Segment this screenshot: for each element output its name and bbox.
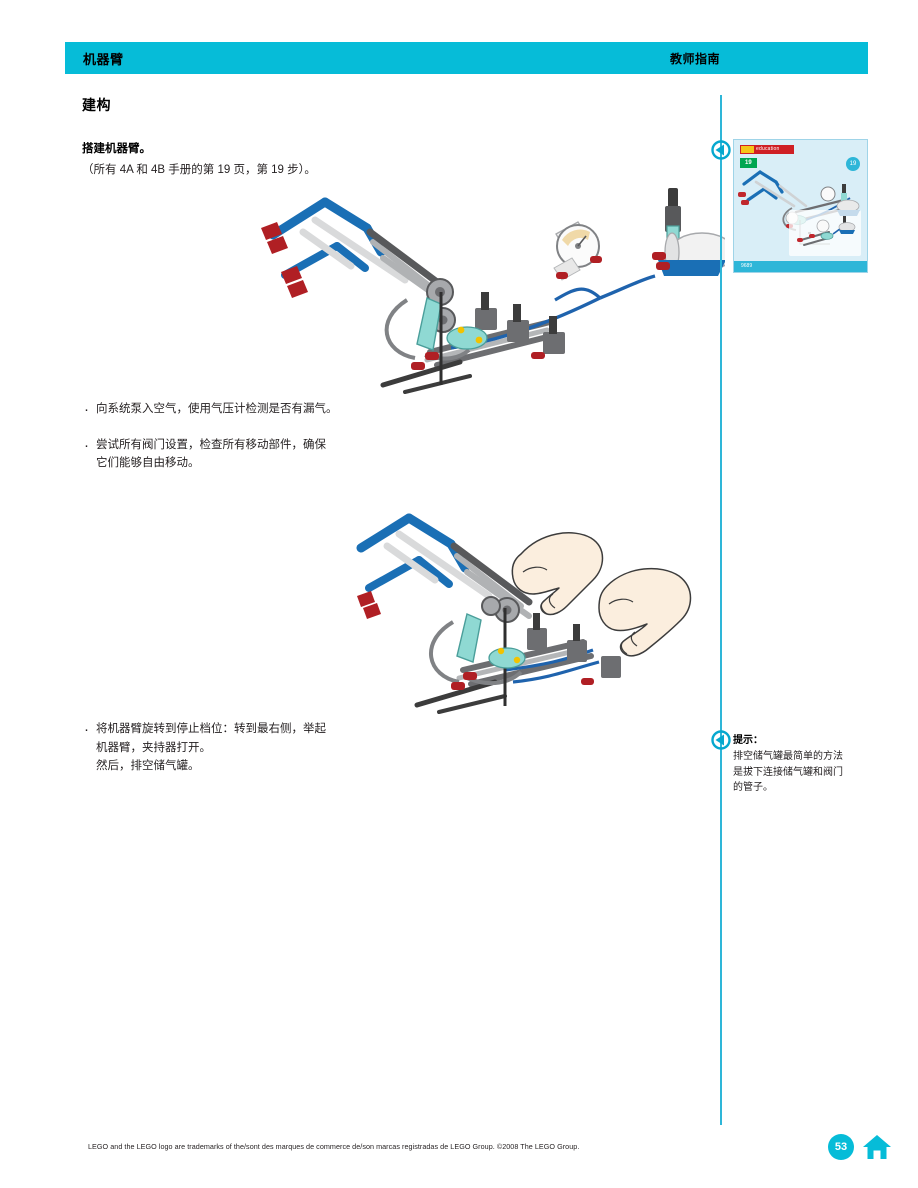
bullet-group-checks: 向系统泵入空气，使用气压计检测是否有漏气。 尝试所有阀门设置，检查所有移动部件，…	[82, 399, 502, 473]
task-sub-title: 搭建机器臂。	[82, 143, 151, 155]
callout-marker-icon	[711, 140, 731, 160]
list-item: 尝试所有阀门设置，检查所有移动部件，确保 它们能够自由移动。	[82, 435, 502, 473]
robot-arm-illustration	[255, 180, 735, 405]
tip-marker-icon	[711, 730, 731, 750]
bullet-line: 尝试所有阀门设置，检查所有移动部件，确保	[96, 438, 326, 451]
bullet-group-operation: 将机器臂旋转到停止档位：转到最右侧，举起 机器臂，夹持器打开。 然后，排空储气罐…	[82, 719, 502, 776]
list-item: 向系统泵入空气，使用气压计检测是否有漏气。	[82, 399, 502, 420]
tip-title: 提示：	[733, 735, 763, 746]
tip-body: 排空储气罐最简单的方法 是拔下连接储气罐和阀门 的管子。	[733, 749, 873, 796]
tip-line: 排空储气罐最简单的方法	[733, 751, 843, 762]
tip-line: 的管子。	[733, 782, 773, 793]
bullet-line: 向系统泵入空气，使用气压计检测是否有漏气。	[96, 403, 338, 415]
header-guide-label: 教师指南	[669, 51, 720, 66]
task-reference-note: （所有 4A 和 4B 手册的第 19 页，第 19 步）。	[82, 163, 316, 176]
list-item: 将机器臂旋转到停止档位：转到最右侧，举起 机器臂，夹持器打开。 然后，排空储气罐…	[82, 719, 502, 776]
bullet-line: 机器臂，夹持器打开。	[96, 741, 211, 754]
thumbnail-step-badge: 19	[740, 158, 757, 169]
lego-education-logo: education	[740, 145, 794, 154]
bullet-line: 然后，排空储气罐。	[96, 760, 200, 773]
instruction-thumbnail[interactable]: education 19 19	[733, 139, 868, 273]
bullet-line: 它们能够自由移动。	[96, 457, 200, 470]
bullet-list-2: 将机器臂旋转到停止档位：转到最右侧，举起 机器臂，夹持器打开。 然后，排空储气罐…	[82, 719, 502, 776]
page-number-badge: 53	[828, 1134, 854, 1160]
bullet-line: 将机器臂旋转到停止档位：转到最右侧，举起	[96, 723, 326, 735]
lego-education-logo-text: education	[756, 146, 780, 152]
bullet-list-1: 向系统泵入空气，使用气压计检测是否有漏气。 尝试所有阀门设置，检查所有移动部件，…	[82, 399, 502, 473]
thumbnail-page-badge: 19	[846, 157, 860, 171]
page-header-bar: 机器臂 教师指南	[65, 42, 868, 74]
main-content-column: 建构 搭建机器臂。 （所有 4A 和 4B 手册的第 19 页，第 19 步）。	[82, 95, 682, 180]
thumbnail-footer-bar: 9689	[734, 261, 867, 272]
header-title: 机器臂	[83, 51, 124, 67]
section-title: 建构	[82, 97, 111, 113]
hands-operating-arm-illustration	[355, 510, 705, 725]
thumbnail-footer-text: 9689	[741, 263, 753, 269]
legal-footer-text: LEGO and the LEGO logo are trademarks of…	[88, 1142, 580, 1151]
sidebar-divider-line	[720, 95, 722, 1125]
thumbnail-inset-art	[797, 216, 856, 246]
tip-line: 是拔下连接储气罐和阀门	[733, 766, 843, 778]
home-icon[interactable]	[862, 1133, 892, 1161]
tip-callout: 提示： 排空储气罐最简单的方法 是拔下连接储气罐和阀门 的管子。	[733, 733, 873, 796]
